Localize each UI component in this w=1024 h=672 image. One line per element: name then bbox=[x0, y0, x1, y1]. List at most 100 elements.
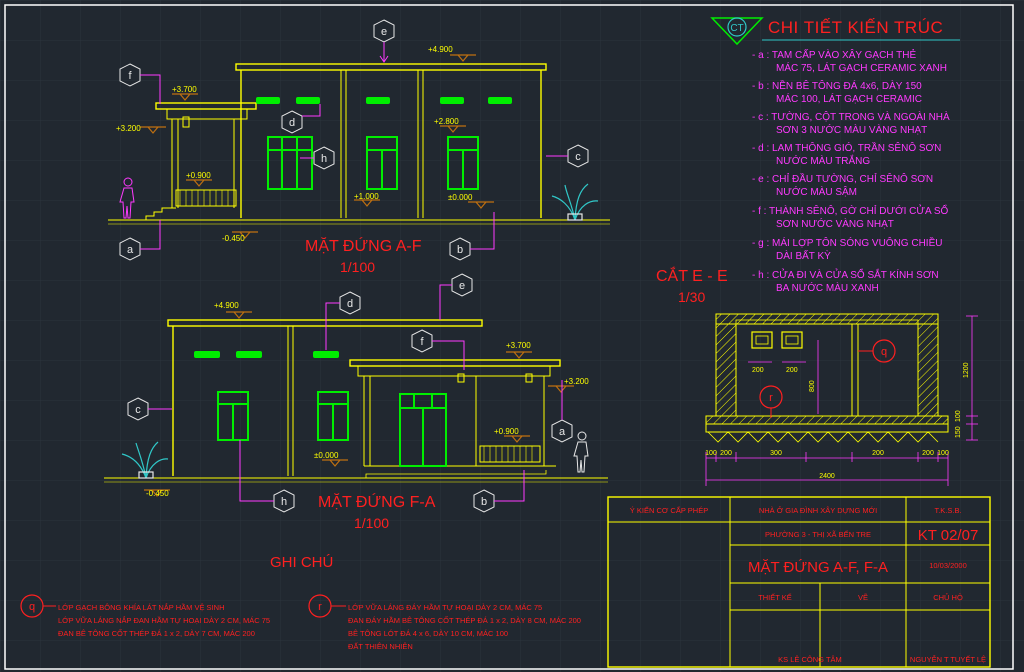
tb-drawing-title: MẶT ĐỨNG A-F, F-A bbox=[748, 559, 888, 576]
legend-e-line1: - e : CHỈ ĐẦU TƯỜNG, CHỈ SÊNÔ SƠN bbox=[752, 172, 933, 185]
window bbox=[317, 391, 349, 441]
dim-label: 200 bbox=[720, 450, 732, 457]
callout-a: a bbox=[559, 426, 566, 438]
elevation-scale: 1/100 bbox=[340, 259, 375, 275]
person-icon bbox=[573, 431, 589, 473]
legend-d-line1: - d : LAM THÔNG GIÓ, TRẦN SÊNÔ SƠN bbox=[752, 141, 941, 154]
tb-tks: T.K.S.B. bbox=[934, 506, 961, 515]
note-r-line: ĐAN ĐÁY HẦM BÊ TÔNG CỐT THÉP ĐÁ 1 x 2, D… bbox=[348, 615, 581, 625]
legend: - a : TAM CẤP VÀO XÂY GẠCH THẺ MÁC 75, L… bbox=[752, 48, 950, 294]
dim-label: 150 bbox=[955, 426, 962, 438]
page-title: CHI TIẾT KIẾN TRÚC bbox=[768, 18, 943, 37]
dim-label: 200 bbox=[872, 450, 884, 457]
dim-label: 200 bbox=[752, 367, 764, 374]
level-label: +1.000 bbox=[354, 192, 379, 201]
legend-g-line2: DÀI BẤT KỲ bbox=[776, 249, 831, 262]
legend-g-line1: - g : MÁI LỢP TÔN SÓNG VUÔNG CHIỀU bbox=[752, 236, 942, 249]
level-label: ±0.000 bbox=[314, 451, 339, 460]
plant-icon bbox=[551, 183, 599, 221]
vent bbox=[194, 351, 220, 358]
tb-owner-name: NGUYỄN T TUYẾT LỆ bbox=[910, 654, 986, 664]
tb-approval: Ý KIẾN CƠ CẤP PHÉP bbox=[630, 505, 708, 515]
legend-e-line2: NƯỚC MÀU SẬM bbox=[776, 185, 857, 198]
level-label: +4.900 bbox=[214, 301, 239, 310]
legend-f-line2: SƠN NƯỚC VÀNG NHẠT bbox=[776, 217, 894, 230]
level-label: +3.200 bbox=[564, 377, 589, 386]
level-label: +2.800 bbox=[434, 117, 459, 126]
window bbox=[267, 136, 313, 190]
logo-icon: CT bbox=[710, 17, 764, 46]
callout-f: f bbox=[128, 70, 132, 82]
header: CT CHI TIẾT KIẾN TRÚC bbox=[710, 17, 960, 46]
vent bbox=[488, 97, 512, 104]
callout-b: b bbox=[481, 496, 487, 508]
callout-c: c bbox=[575, 151, 581, 163]
elevation-a-f: +4.900 +3.700 +3.200 +2.800 +0.900 +1.00… bbox=[108, 19, 610, 275]
note-q-line: LỚP VỮA LÁNG NẮP ĐAN HẦM TỰ HOẠI DÀY 2 C… bbox=[58, 615, 270, 625]
level-label: +3.700 bbox=[172, 85, 197, 94]
callout-f: f bbox=[420, 336, 424, 348]
callout-d: d bbox=[347, 298, 353, 310]
dim-label: 100 bbox=[955, 410, 962, 422]
elevation-title: MẶT ĐỨNG A-F bbox=[305, 236, 422, 255]
note-q-line: ĐAN BÊ TÔNG CỐT THÉP ĐÁ 1 x 2, DÀY 7 CM,… bbox=[58, 628, 255, 638]
legend-a-line2: MÁC 75, LÁT GẠCH CERAMIC XANH bbox=[776, 61, 947, 74]
section-e-e: CẮT E - E 1/30 200 200 800 bbox=[656, 266, 978, 486]
callout-e: e bbox=[459, 280, 465, 292]
dim-label: 100 bbox=[937, 450, 949, 457]
elevation-title: MẶT ĐỨNG F-A bbox=[318, 492, 436, 511]
legend-h-line2: BA NƯỚC MÀU XANH bbox=[776, 281, 879, 294]
legend-a-line1: - a : TAM CẤP VÀO XÂY GẠCH THẺ bbox=[752, 48, 916, 61]
callout-q: q bbox=[881, 346, 887, 358]
legend-c-line2: SƠN 3 NƯỚC MÀU VÀNG NHẠT bbox=[776, 123, 927, 136]
section-title: CẮT E - E bbox=[656, 266, 728, 285]
callout-r: r bbox=[769, 392, 773, 404]
callout-b: b bbox=[457, 244, 463, 256]
tb-address: PHƯỜNG 3 - THỊ XÃ BẾN TRE bbox=[765, 529, 871, 539]
note-q-line: LỚP GẠCH BÔNG KHÍA LÁT NẮP HẦM VỆ SINH bbox=[58, 602, 224, 612]
dim-label: 1200 bbox=[963, 362, 970, 378]
tb-design: THIẾT KẾ bbox=[758, 592, 792, 602]
vent bbox=[366, 97, 390, 104]
note-r-line: ĐẤT THIÊN NHIÊN bbox=[348, 641, 413, 651]
vent bbox=[236, 351, 262, 358]
level-label: +3.700 bbox=[506, 341, 531, 350]
legend-b-line2: MÁC 100, LÁT GẠCH CERAMIC bbox=[776, 92, 922, 105]
legend-f-line1: - f : THÀNH SÊNÔ, GỜ CHỈ DƯỚI CỬA SỔ bbox=[752, 204, 949, 217]
tb-date: 10/03/2000 bbox=[929, 561, 967, 570]
dim-total: 2400 bbox=[819, 473, 835, 480]
elevation-scale: 1/100 bbox=[354, 515, 389, 531]
callout-e: e bbox=[381, 26, 387, 38]
vent bbox=[296, 97, 320, 104]
section-scale: 1/30 bbox=[678, 289, 705, 305]
window bbox=[366, 136, 398, 190]
legend-c-line1: - c : TƯỜNG, CỘT TRONG VÀ NGOÀI NHÀ bbox=[752, 110, 950, 123]
dim-label: 200 bbox=[786, 367, 798, 374]
legend-h-line1: - h : CỬA ĐI VÀ CỬA SỔ SẮT KÍNH SƠN bbox=[752, 268, 939, 281]
note-r-key: r bbox=[318, 601, 322, 613]
callout-d: d bbox=[289, 117, 295, 129]
tb-sheet: KT 02/07 bbox=[918, 527, 979, 544]
note-r-line: BÊ TÔNG LÓT ĐÁ 4 x 6, DÀY 10 CM, MÁC 100 bbox=[348, 629, 508, 638]
level-label: +4.900 bbox=[428, 45, 453, 54]
vent bbox=[313, 351, 339, 358]
note-q-key: q bbox=[29, 601, 35, 613]
logo-text: CT bbox=[730, 23, 743, 34]
callout-h: h bbox=[281, 496, 287, 508]
window bbox=[217, 391, 249, 441]
dim-label: 200 bbox=[922, 450, 934, 457]
callout-c: c bbox=[135, 404, 141, 416]
dim-label: 300 bbox=[770, 450, 782, 457]
person-icon bbox=[119, 177, 135, 219]
tb-project: NHÀ Ở GIA ĐÌNH XÂY DỰNG MỚI bbox=[759, 506, 877, 515]
elevation-f-a: +4.900 +3.700 +3.200 +0.900 ±0.000 -0.45… bbox=[104, 273, 608, 531]
level-label: -0.450 bbox=[146, 489, 169, 498]
tb-draw: VẼ bbox=[858, 593, 868, 602]
tb-owner: CHỦ HỘ bbox=[933, 593, 963, 602]
dim-label: 100 bbox=[705, 450, 717, 457]
dim-label: 800 bbox=[809, 380, 816, 392]
legend-d-line2: NƯỚC MÀU TRẮNG bbox=[776, 154, 870, 167]
tb-architect: KS LÊ CÔNG TÂM bbox=[778, 655, 842, 664]
level-label: +3.200 bbox=[116, 124, 141, 133]
